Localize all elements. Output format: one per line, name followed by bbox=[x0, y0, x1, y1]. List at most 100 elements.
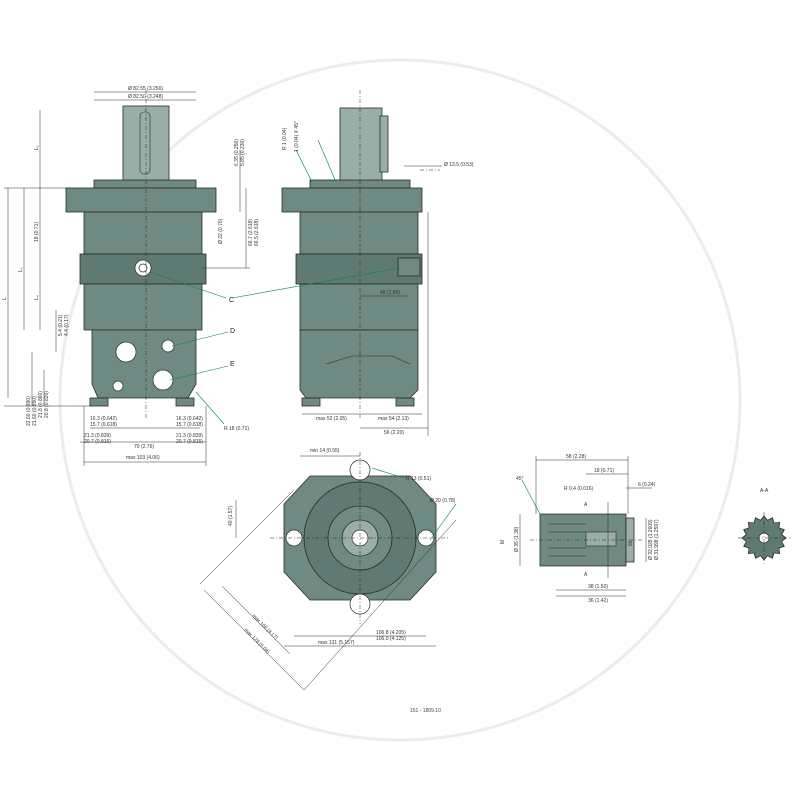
leader-side-c bbox=[231, 267, 401, 299]
dim-b5b: 20.7 (0.815) bbox=[176, 439, 203, 445]
dim-side-r1 bbox=[295, 149, 313, 183]
dim-bottom-diag3 bbox=[199, 489, 295, 585]
dim-sd-r04-text: R 0.4 (0.016) bbox=[564, 486, 594, 492]
dim-right-a: 6.35 (0.250) bbox=[234, 139, 240, 166]
dim-r18: R 18 (0.71) bbox=[224, 426, 249, 432]
drain-port-c-inner bbox=[138, 263, 148, 273]
dim-sd-58-text: 58 (2.28) bbox=[566, 454, 586, 460]
dim-right-c: 66.7 (2.618) bbox=[248, 219, 254, 246]
port-1 bbox=[115, 341, 137, 363]
dim-side-max54: max 54 (2.13) bbox=[378, 416, 409, 422]
dim-sd-66-text: 66 bbox=[628, 540, 634, 546]
dim-bottom-d20 bbox=[429, 503, 457, 541]
dim-bottom-max131: max 131 (5.157) bbox=[318, 640, 355, 646]
dim-sd-spline-b: Ø 31.998 (1.2597) bbox=[654, 519, 660, 560]
dim-L: L bbox=[2, 297, 8, 300]
dim-top-diam-1: Ø 82.55 (3.250) bbox=[128, 86, 163, 92]
side-foot-right bbox=[395, 397, 415, 407]
dim-54: 5.4 (0.21) bbox=[58, 314, 64, 336]
dim-left-b: 21.60 (0.850) bbox=[32, 396, 38, 426]
side-port-fitting bbox=[397, 257, 421, 277]
dim-bottom-min14-text: min 14 (0.55) bbox=[310, 448, 340, 454]
side-port-block bbox=[299, 329, 419, 399]
dim-side-56: 56 (2.20) bbox=[384, 430, 404, 436]
side-housing-top bbox=[299, 211, 419, 255]
dim-sd-6-text: 6 (0.24) bbox=[638, 482, 656, 488]
dim-b2b: 15.7 (0.618) bbox=[176, 422, 203, 428]
dim-right-d22: Ø 22 (0.76) bbox=[218, 218, 224, 244]
front-foot-left bbox=[89, 397, 109, 407]
front-flange-neck bbox=[93, 179, 197, 189]
label-c: C bbox=[229, 297, 234, 304]
dim-sd-45 bbox=[521, 479, 541, 515]
dim-left-d: 20.8 (0.820) bbox=[44, 391, 50, 418]
watermark-circle bbox=[58, 58, 742, 742]
dim-L4: L₄ bbox=[34, 295, 40, 300]
dim-bottom-d20-text: Ø 20 (0.78) bbox=[430, 498, 456, 504]
dim-sd-36-text: 36 (1.42) bbox=[588, 598, 608, 604]
dim-bottom-1068: 106.8 (4.205) bbox=[376, 630, 406, 636]
front-shaft-key bbox=[139, 111, 151, 175]
dim-sd-m-text: M bbox=[500, 540, 506, 544]
front-port-block bbox=[91, 329, 197, 399]
label-d: D bbox=[230, 328, 235, 335]
dim-side-48-text: 48 (1.89) bbox=[380, 290, 400, 296]
front-flange bbox=[65, 187, 217, 213]
dim-b6: max 103 (4.06) bbox=[126, 455, 160, 461]
dim-right-b: 5.85 (0.230) bbox=[240, 139, 246, 166]
dim-sd-spline-a: Ø 32.028 (1.2609) bbox=[648, 519, 654, 560]
dim-top-diam-2: Ø 82.50 (3.248) bbox=[128, 94, 163, 100]
side-flange bbox=[281, 187, 423, 213]
drawing-code: 151 - 1809.10 bbox=[410, 708, 441, 714]
dim-right-d: 66.5 (2.618) bbox=[254, 219, 260, 246]
dim-bottom-diag1 bbox=[221, 585, 291, 655]
dim-b3a: 21.3 (0.839) bbox=[84, 433, 111, 439]
side-shaft bbox=[339, 107, 383, 183]
side-foot-left bbox=[301, 397, 321, 407]
front-housing-mid bbox=[83, 283, 203, 331]
dim-44: 4.4 (0.17) bbox=[64, 314, 70, 336]
dim-left-c: 21.8 (0.860) bbox=[38, 391, 44, 418]
port-small bbox=[112, 380, 124, 392]
dim-side-r1-text: R 1 (0.04) bbox=[282, 127, 288, 150]
label-a-top: A bbox=[584, 502, 588, 508]
section-a-a: A-A bbox=[738, 488, 790, 564]
section-a-a-label: A-A bbox=[760, 488, 769, 494]
dim-bottom-diag2 bbox=[203, 589, 305, 691]
dim-sd-35-text: Ø 35 (1.38) bbox=[514, 526, 520, 552]
shaft-detail-bore bbox=[585, 531, 617, 547]
dim-bottom-diag4 bbox=[303, 519, 457, 691]
dim-bottom-1060: 106.0 (4.125) bbox=[376, 636, 406, 642]
leader-d bbox=[171, 331, 229, 347]
side-housing-mid bbox=[299, 283, 419, 331]
front-foot-right bbox=[175, 397, 195, 407]
side-notch bbox=[325, 355, 411, 365]
side-view: R 1 (0.04) 1 (0.04) X 45° Ø 13.5 (0.53) … bbox=[231, 90, 474, 436]
dim-L3: L₃ bbox=[18, 267, 24, 272]
shaft-detail: 58 (2.28) 18 (0.71) 45° R 0.4 (0.016) 6 … bbox=[500, 454, 660, 604]
dim-sd-18-text: 18 (0.71) bbox=[594, 468, 614, 474]
dim-side-d135-text: Ø 13.5 (0.53) bbox=[444, 162, 474, 168]
dim-sd-38-text: 38 (1.50) bbox=[588, 584, 608, 590]
dim-bottom-40-text: 40 (1.57) bbox=[228, 506, 234, 526]
label-e: E bbox=[230, 361, 235, 368]
dim-b2a: 16.3 (0.642) bbox=[176, 416, 203, 422]
dim-b1b: 15.7 (0.618) bbox=[90, 422, 117, 428]
side-shaft-key bbox=[379, 115, 389, 173]
dim-sd-45-text: 45° bbox=[516, 476, 524, 482]
port-e bbox=[152, 369, 174, 391]
dim-side-ch bbox=[317, 139, 337, 183]
front-housing-top bbox=[83, 211, 203, 255]
dim-b3b: 20.7 (0.815) bbox=[84, 439, 111, 445]
dim-L2: L₂ bbox=[34, 145, 40, 150]
dim-side-max52: max 52 (2.05) bbox=[316, 416, 347, 422]
dim-bottom-r13 bbox=[371, 467, 405, 479]
dim-left-a: 22.60 (0.890) bbox=[26, 396, 32, 426]
leader-r18 bbox=[195, 391, 225, 425]
leader-c bbox=[149, 271, 227, 299]
dim-b5a: 21.3 (0.839) bbox=[176, 433, 203, 439]
bottom-view: min 14 (0.55) R 13 (0.51) Ø 20 (0.78) 40… bbox=[199, 448, 457, 691]
leader-e bbox=[169, 365, 229, 381]
dim-side-ch-text: 1 (0.04) X 45° bbox=[294, 121, 300, 152]
